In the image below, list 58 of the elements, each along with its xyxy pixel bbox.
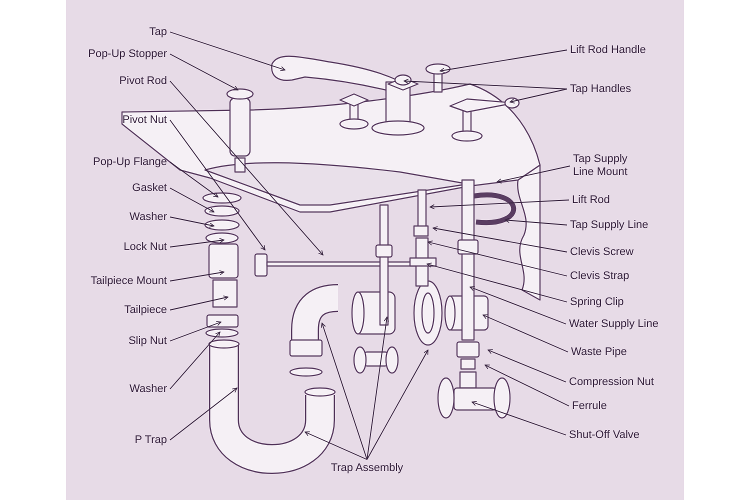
leader-line — [510, 88, 568, 104]
leader-line — [170, 120, 266, 250]
leader-line — [170, 216, 214, 228]
leader-line — [404, 78, 568, 90]
leader-line — [170, 270, 224, 282]
leader-line — [170, 188, 214, 212]
part-label: Pivot Rod — [119, 74, 167, 88]
leader-line — [366, 316, 389, 460]
part-label: Pop-Up Flange — [93, 156, 167, 168]
part-label: Spring Clip — [570, 296, 624, 308]
leader-line — [426, 262, 568, 302]
part-label: Tap Supply Line — [570, 218, 648, 232]
leader-line — [304, 431, 368, 460]
leader-line — [482, 314, 568, 352]
part-label: Clevis Strap — [570, 270, 630, 282]
part-label: Shut-Off Valve — [569, 428, 640, 442]
leader-line — [170, 295, 228, 310]
part-label: Tailpiece Mount — [90, 274, 167, 288]
part-label: Lift Rod — [572, 194, 610, 206]
leader-line — [496, 166, 570, 184]
leader-line — [472, 401, 566, 436]
part-label: Lift Rod Handle — [570, 44, 646, 56]
leader-line — [170, 332, 220, 390]
part-label: Tap Handles — [570, 82, 632, 96]
leader-line — [170, 54, 238, 90]
part-label: Gasket — [132, 182, 167, 194]
leader-line — [170, 321, 222, 342]
leader-line — [504, 218, 568, 226]
leader-line — [170, 388, 238, 440]
part-label: Pop-Up Stopper — [88, 48, 167, 60]
part-label: Water Supply Line — [569, 318, 658, 330]
leader-line — [484, 364, 570, 406]
part-label: Trap Assembly — [330, 462, 404, 474]
part-label: Washer — [130, 382, 167, 396]
leader-line — [170, 80, 324, 256]
part-label: Tap Supply Line Mount — [573, 153, 643, 179]
leader-line — [320, 322, 368, 460]
leader-line — [440, 50, 568, 73]
part-label: Pivot Nut — [122, 114, 167, 126]
part-label: Compression Nut — [569, 376, 654, 388]
part-label: Waste Pipe — [571, 346, 627, 358]
leader-line — [170, 238, 224, 248]
part-label: Lock Nut — [124, 240, 167, 254]
part-label: Tap — [149, 26, 167, 38]
part-label: Tailpiece — [124, 304, 167, 316]
leader-line — [428, 240, 568, 276]
leader-line — [170, 162, 218, 198]
leader-line — [432, 226, 568, 252]
part-label: P Trap — [134, 434, 167, 446]
leader-line — [488, 349, 566, 382]
part-label: Washer — [130, 210, 167, 224]
leader-line — [366, 350, 428, 460]
part-label: Slip Nut — [128, 334, 167, 348]
leader-line — [170, 32, 286, 72]
part-label: Clevis Screw — [570, 246, 634, 258]
leader-line — [470, 286, 566, 324]
part-label: Ferrule — [572, 400, 607, 412]
leader-line — [430, 200, 570, 210]
